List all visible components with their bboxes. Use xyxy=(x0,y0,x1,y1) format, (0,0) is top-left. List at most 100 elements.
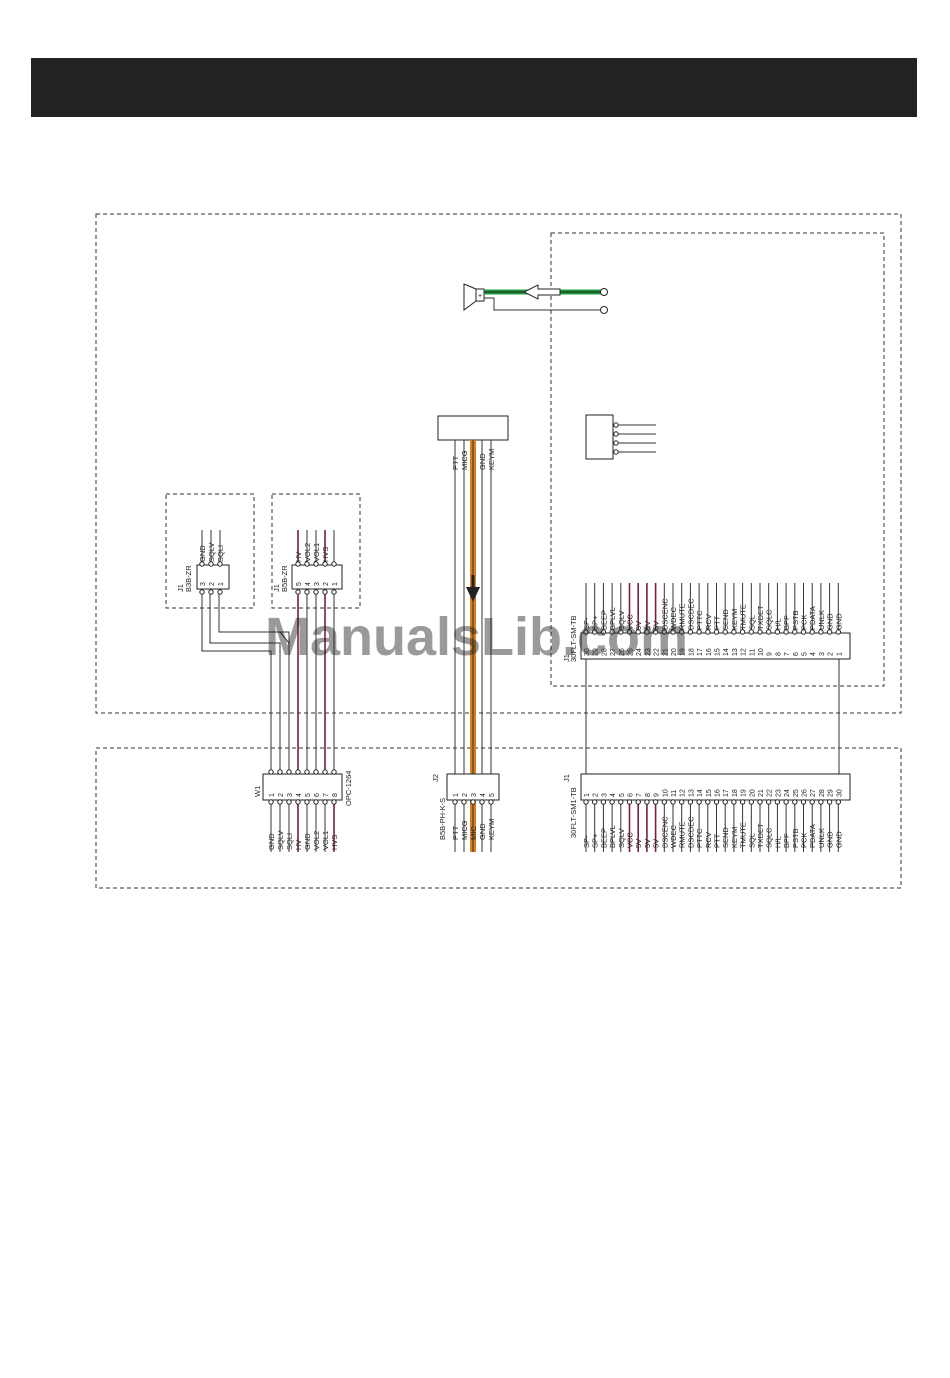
top-flex-connector-pin-number: 14 xyxy=(723,648,730,656)
speaker-wire-negative xyxy=(484,297,602,311)
bottom-flex-connector-pin-label: GND xyxy=(834,831,843,848)
bottom-flex-connector-pin xyxy=(792,799,798,805)
top-flex-connector-pin xyxy=(748,629,754,635)
bottom-flex-connector-pin-number: 4 xyxy=(610,793,617,797)
bottom-flex-connector-pin xyxy=(809,799,815,805)
bottom-flex-connector-pin-label: 5V xyxy=(652,839,661,848)
top-flex-connector-pin-label: BPF xyxy=(782,615,791,630)
j2-connector-pin-number: 1 xyxy=(453,793,460,797)
top-flex-connector-pins: 30SP-29SP+28BEEP27BPLVL26SQLV25VCC245V23… xyxy=(582,583,843,656)
j2-connector-pin xyxy=(479,799,485,805)
bottom-flex-connector-pin xyxy=(757,799,763,805)
vol-connector-type: B5B-ZR xyxy=(280,565,289,592)
bottom-flex-connector-pin-label: SP- xyxy=(582,835,591,848)
w1-connector-pin xyxy=(268,799,274,805)
w1-connector-pin xyxy=(295,799,301,805)
bottom-flex-connector-pin-label: RMUTE xyxy=(678,821,687,848)
bottom-flex-connector-pin xyxy=(592,799,598,805)
top-flex-connector-pin xyxy=(652,629,659,635)
bottom-flex-connector-pin-number: 13 xyxy=(688,789,695,797)
bottom-flex-connector-pin xyxy=(722,799,728,805)
w1-connector-pin-label: SQLI xyxy=(285,833,294,850)
bottom-flex-connector-pin-number: 11 xyxy=(671,790,678,797)
bottom-flex-connector-pin-number: 15 xyxy=(706,789,713,797)
j2-connector-pin-number: 5 xyxy=(489,793,496,797)
top-flex-connector-pin-number: 17 xyxy=(697,648,704,656)
bottom-flex-connector-pin xyxy=(748,799,754,805)
top-flex-connector-pin-label: BPLVL xyxy=(608,607,617,630)
top-flex-connector-pin-number: 3 xyxy=(819,652,826,656)
bottom-flex-connector-pin xyxy=(705,799,711,805)
top-flex-connector-pin-number: 19 xyxy=(680,648,687,656)
vol-connector-pin-number: 5 xyxy=(296,582,303,586)
bottom-flex-connector-pin xyxy=(713,799,720,805)
bottom-flex-connector-pin xyxy=(609,799,615,805)
j2-connector-pin xyxy=(488,799,494,805)
top-flex-connector-pin xyxy=(679,629,685,635)
bottom-flex-connector-pin-label: RCV xyxy=(704,832,713,848)
w1-connector-pin-number: 2 xyxy=(278,793,285,797)
bottom-flex-connector-pin xyxy=(731,799,737,805)
vol-connector-pin-label: VOL1 xyxy=(312,543,321,562)
top-flex-connector-pin xyxy=(766,629,772,635)
bottom-flex-connector-pin-label: PTT xyxy=(713,833,722,848)
bottom-flex-connector-pin xyxy=(766,799,772,805)
w1-connector-top-pin xyxy=(268,769,274,775)
top-flex-connector-pin-label: 5V xyxy=(652,621,661,630)
w1-connector-pin-number: 8 xyxy=(332,793,339,797)
bottom-flex-connector-pin-label: H/L xyxy=(773,836,782,848)
upper-unit-frame xyxy=(95,213,902,714)
top-flex-connector-pin-number: 29 xyxy=(593,648,600,656)
top-flex-connector-pin-label: 5V xyxy=(643,621,652,630)
j2-connector-pin-label: MIC xyxy=(469,826,478,840)
top-flex-connector-pin xyxy=(600,629,607,635)
bottom-flex-connector-pins: 1SP-2SP+3BEEP4BPLVL5SQLV6VCC75V85V95V10D… xyxy=(582,789,843,852)
sqlv-connector-bottom-pin xyxy=(217,589,223,595)
top-flex-connector-pin xyxy=(739,629,746,635)
bottom-flex-connector-pin-number: 23 xyxy=(775,789,782,797)
w1-connector-pin-label: HVS xyxy=(330,835,339,850)
arrow-left-icon xyxy=(522,284,561,300)
vol-connector-bottom-pin xyxy=(331,589,337,595)
top-flex-connector-pin xyxy=(687,629,694,635)
top-flex-connector-pin-number: 22 xyxy=(654,648,661,656)
speaker-terminal-2 xyxy=(600,306,608,314)
bottom-flex-connector-pin xyxy=(687,799,694,805)
bottom-flex-connector-pin xyxy=(774,799,781,805)
top-flex-connector-pin-label: SQL xyxy=(747,615,756,630)
top-flex-connector-pin-label: DSCENC xyxy=(660,598,669,630)
bottom-flex-connector-pin-number: 25 xyxy=(793,789,800,797)
top-flex-connector-pin xyxy=(722,629,728,635)
top-flex-connector-pin xyxy=(583,629,589,635)
top-flex-connector-pin-number: 5 xyxy=(802,652,809,656)
w1-connector-top-pin xyxy=(286,769,292,775)
bottom-flex-connector-type: 30FLT-SM1-TB xyxy=(569,787,578,838)
w1-connector-pin xyxy=(304,799,310,805)
bottom-flex-connector-pin-number: 16 xyxy=(715,789,722,797)
w1-connector-id: W1 xyxy=(253,786,262,797)
speaker-terminal-1 xyxy=(600,288,608,296)
bottom-flex-connector-pin-number: 7 xyxy=(636,793,643,797)
sqlv-connector-pin-number: 2 xyxy=(209,582,216,586)
speaker-icon: + xyxy=(463,283,485,311)
bottom-flex-connector-pin-number: 19 xyxy=(741,789,748,797)
w1-connector-pin-label: HV xyxy=(294,840,303,850)
vol-connector-pin xyxy=(331,561,337,567)
header-bar xyxy=(31,58,917,117)
j2-connector-pin-label: GND xyxy=(478,823,487,840)
top-flex-connector-pin-number: 8 xyxy=(775,652,782,656)
bottom-flex-connector-pin xyxy=(696,799,702,805)
top-flex-connector-pin-label: GND xyxy=(826,613,835,630)
top-flex-connector-pin-number: 30 xyxy=(584,648,591,656)
top-flex-connector-pin-number: 13 xyxy=(732,648,739,656)
top-flex-connector-pin-label: PTTC xyxy=(695,610,704,630)
w1-connector-pin-label: VOL1 xyxy=(321,831,330,850)
w1-connector-pin xyxy=(322,799,328,805)
top-flex-connector-pin xyxy=(705,629,711,635)
top-flex-connector-pin-label: SP+ xyxy=(591,615,600,630)
vol-connector-bottom-pin xyxy=(313,589,319,595)
bottom-flex-connector-id: J1 xyxy=(562,774,571,782)
j2-connector-body xyxy=(446,773,500,801)
